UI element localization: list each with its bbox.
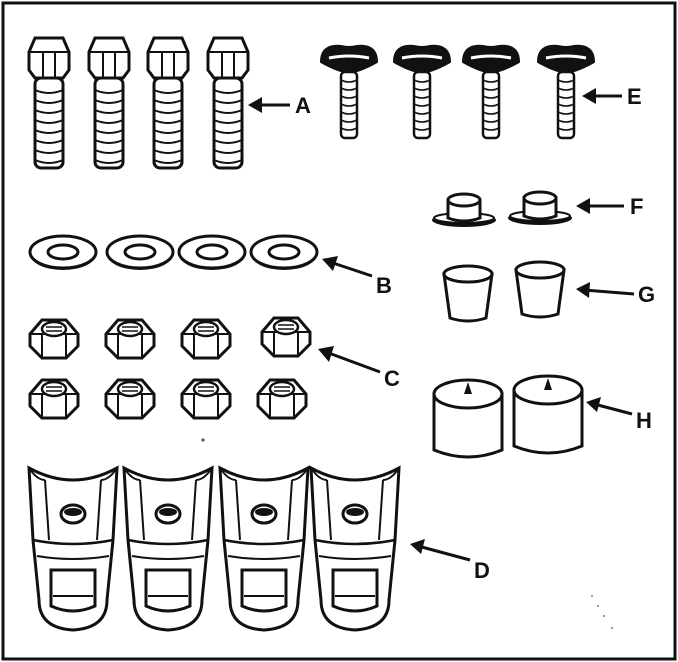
scan-specks — [201, 438, 613, 629]
clamp-bracket — [122, 465, 214, 632]
clamp-bracket — [309, 465, 401, 632]
callout-label-d: D — [474, 558, 490, 583]
flanged-caps-group — [432, 190, 572, 227]
carriage-bolt — [461, 44, 521, 140]
flat-washer — [177, 234, 247, 270]
callout-arrow-a — [248, 97, 290, 113]
carriage-bolt — [392, 44, 452, 140]
clamp-brackets-group — [27, 465, 401, 632]
tapered-plugs-group — [442, 260, 566, 323]
hex-nut — [256, 378, 308, 420]
flat-washer — [105, 234, 175, 270]
carriage-bolt — [536, 44, 596, 140]
hex-nut — [180, 318, 232, 360]
clamp-bracket — [27, 465, 119, 632]
tapered-plug — [514, 260, 566, 319]
clamp-bracket — [218, 465, 310, 632]
callout-label-e: E — [627, 84, 642, 109]
callout-arrow-d — [410, 539, 471, 562]
hex-nut — [28, 318, 80, 360]
hex-nut — [260, 316, 312, 358]
callout-label-g: G — [638, 282, 655, 307]
hex-nut — [104, 378, 156, 420]
hex-bolt — [206, 36, 250, 170]
flanged-cap — [432, 192, 496, 227]
hex-nut — [28, 378, 80, 420]
callout-arrow-f — [576, 198, 624, 214]
hex-nuts-group — [28, 316, 312, 420]
carriage-bolt — [319, 44, 379, 140]
callout-label-b: B — [376, 273, 392, 298]
hex-bolt — [87, 36, 131, 170]
callout-label-c: C — [384, 366, 400, 391]
flat-washer — [28, 234, 98, 270]
callout-arrow-b — [322, 256, 373, 278]
cylindrical-feet-group — [432, 374, 584, 459]
hex-bolts-group — [27, 36, 250, 170]
callout-arrow-h — [586, 397, 633, 416]
hex-nut — [104, 318, 156, 360]
callout-label-h: H — [636, 408, 652, 433]
cylindrical-foot — [512, 374, 584, 455]
cylindrical-foot — [432, 378, 504, 459]
hex-bolt — [146, 36, 190, 170]
washers-group — [28, 234, 319, 270]
flat-washer — [249, 234, 319, 270]
hex-bolt — [27, 36, 71, 170]
callout-label-a: A — [295, 93, 311, 118]
flanged-cap — [508, 190, 572, 225]
callout-label-f: F — [630, 194, 643, 219]
callout-arrow-c — [318, 346, 381, 374]
tapered-plug — [442, 264, 494, 323]
carriage-bolts-group — [319, 44, 596, 140]
callout-arrow-g — [576, 282, 635, 298]
callout-arrow-e — [582, 88, 622, 104]
hex-nut — [180, 378, 232, 420]
